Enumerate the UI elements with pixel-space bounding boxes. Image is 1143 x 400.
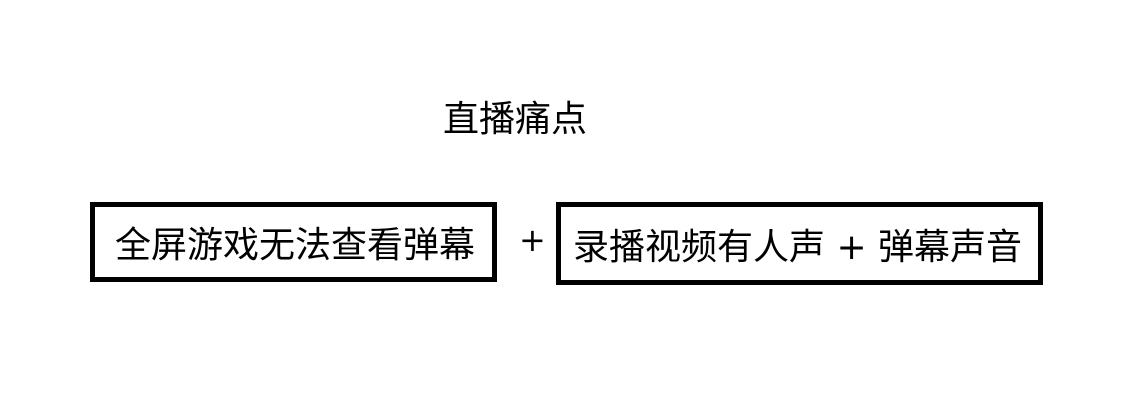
plus-operator: +	[519, 221, 546, 259]
pain-point-text: 全屏游戏无法查看弹幕	[115, 225, 476, 266]
pain-point-box-recording: 录播视频有人声 + 弹幕声音	[556, 202, 1043, 285]
pain-point-text: 录播视频有人声 + 弹幕声音	[573, 226, 1023, 268]
pain-point-box-fullscreen: 全屏游戏无法查看弹幕	[90, 202, 497, 282]
diagram-title: 直播痛点	[443, 99, 588, 140]
